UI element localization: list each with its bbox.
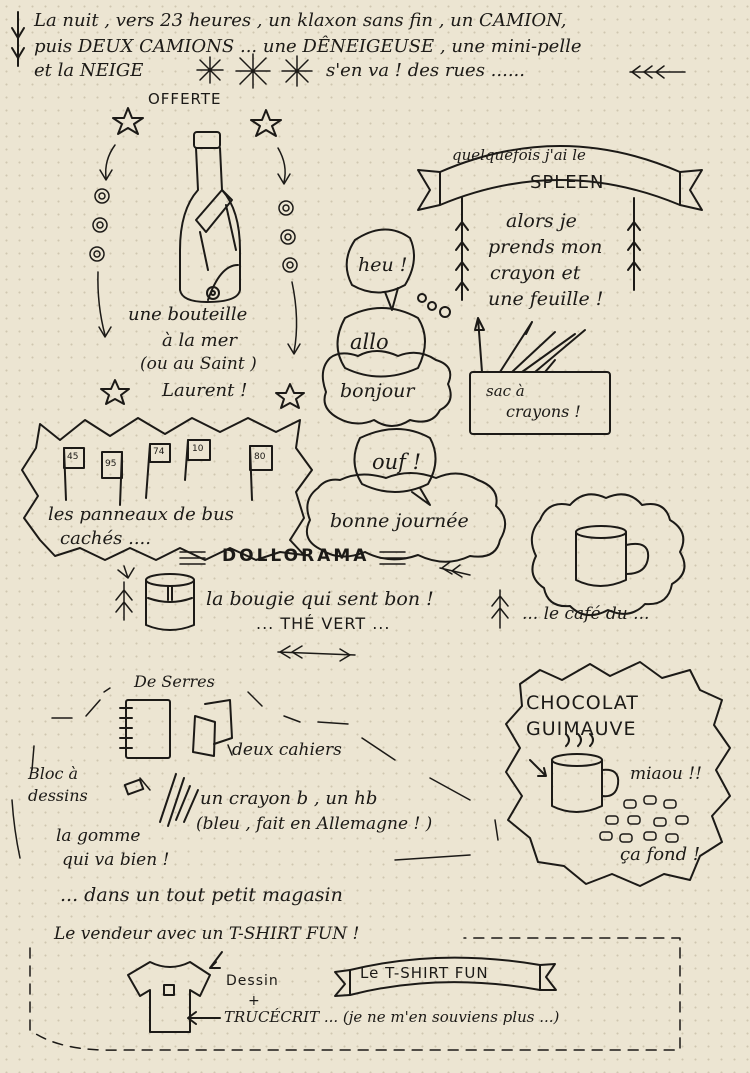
spleen-banner-text-2: SPLEEN (530, 172, 605, 193)
cafe-label: ... le café du ... (522, 604, 650, 624)
chocolat-fond: ça fond ! (620, 844, 701, 865)
spleen-text-1: alors je (506, 210, 577, 232)
bus-sign-number: 45 (67, 452, 79, 462)
shop-dotted-arrows (11, 687, 499, 861)
tshirt-plus: + (248, 993, 261, 1009)
header-line-1: La nuit , vers 23 heures , un klaxon san… (34, 10, 567, 31)
spleen-banner (417, 145, 703, 301)
bubble-heu: heu ! (358, 254, 408, 276)
chocolat-frame (505, 661, 731, 887)
chocolat-miaou: miaou !! (630, 764, 702, 784)
bus-signs-caption-1: les panneaux de bus (48, 504, 234, 525)
pencil-case-icon (469, 317, 611, 435)
tshirt-truc-ecrit: TRUCÉCRIT ... (je ne m'en souviens plus … (224, 1008, 560, 1026)
header-down-arrow (11, 11, 25, 67)
bubble-bonne-journee: bonne journée (330, 510, 469, 532)
dollorama-title: DOLLORAMA (222, 546, 370, 566)
bubble-bonjour: bonjour (340, 380, 415, 402)
tshirt-fun-banner (334, 956, 557, 997)
header-line-3a: et la NEIGE (34, 60, 144, 81)
feather-arrow-icon (629, 65, 686, 79)
spleen-text-2: prends mon (488, 236, 603, 258)
shop-bloc-2: dessins (28, 786, 88, 805)
bubble-ouf: ouf ! (372, 450, 422, 474)
bottle-caption-2: à la mer (162, 330, 237, 351)
bus-sign-number: 74 (153, 447, 165, 457)
bubble-allo: allo (350, 330, 389, 354)
tshirt-icon (127, 951, 223, 1033)
tshirt-fun-banner-text: Le T-SHIRT FUN (360, 964, 489, 982)
pencil-case-text-1: sac à (486, 382, 525, 400)
tshirt-vendeur: Le vendeur avec un T-SHIRT FUN ! (54, 924, 360, 944)
spleen-text-3: crayon et (490, 262, 581, 284)
shop-crayon-1: un crayon b , un hb (200, 788, 378, 809)
hot-chocolate-mug-icon (529, 733, 620, 813)
bus-signs-frame (21, 417, 313, 561)
shop-petit-magasin: ... dans un tout petit magasin (60, 884, 343, 906)
cafe-frame (530, 493, 686, 617)
candle-text-1: la bougie qui sent bon ! (206, 588, 434, 610)
bus-sign-number: 80 (254, 452, 266, 462)
shop-bloc-1: Bloc à (28, 764, 79, 783)
notebooks-icon (192, 699, 233, 757)
bottle-caption-3: (ou au Saint ) (140, 354, 257, 374)
dollorama-decor (115, 551, 509, 662)
message-bottle-icon (179, 131, 241, 303)
chocolat-title-1: CHOCOLAT (526, 692, 639, 714)
star-icon (100, 107, 305, 409)
bottle-caption-1: une bouteille (128, 304, 248, 325)
coffee-mug-icon (575, 525, 650, 587)
bus-sign-number: 95 (105, 459, 117, 469)
tshirt-dashed-frame (29, 937, 681, 1051)
marshmallows-icon (599, 795, 689, 843)
spiral-arrows (89, 144, 301, 355)
spleen-text-4: une feuille ! (488, 288, 604, 310)
shop-gomme-2: qui va bien ! (62, 850, 170, 870)
candle-icon (145, 573, 195, 631)
bottle-label-offerte: OFFERTE (148, 90, 222, 108)
shop-gomme-1: la gomme (56, 826, 141, 846)
header-line-3b: s'en va ! des rues ...... (326, 60, 526, 81)
candle-text-2: ... THÉ VERT ... (256, 614, 391, 633)
shop-cahiers: deux cahiers (232, 740, 342, 760)
chocolat-title-2: GUIMAUVE (526, 718, 637, 740)
shop-crayon-2: (bleu , fait en Allemagne ! ) (196, 814, 433, 834)
bus-signs-caption-2: cachés .... (60, 528, 151, 549)
eraser-icon (123, 778, 145, 796)
sketchbook-icon (119, 699, 171, 759)
bottle-caption-4: Laurent ! (162, 380, 248, 401)
pencils-icon (159, 773, 199, 827)
pencil-case-text-2: crayons ! (506, 402, 581, 421)
header-line-2: puis DEUX CAMIONS ... une DÊNEIGEUSE , u… (34, 36, 582, 57)
shop-de-serres: De Serres (134, 672, 215, 691)
snowflake-icon (196, 53, 313, 89)
speech-bubbles (306, 228, 507, 563)
bus-sign-number: 10 (192, 444, 204, 454)
tshirt-dessin: Dessin (226, 973, 279, 989)
spleen-banner-text-1: quelquefois j'ai le (452, 146, 586, 164)
